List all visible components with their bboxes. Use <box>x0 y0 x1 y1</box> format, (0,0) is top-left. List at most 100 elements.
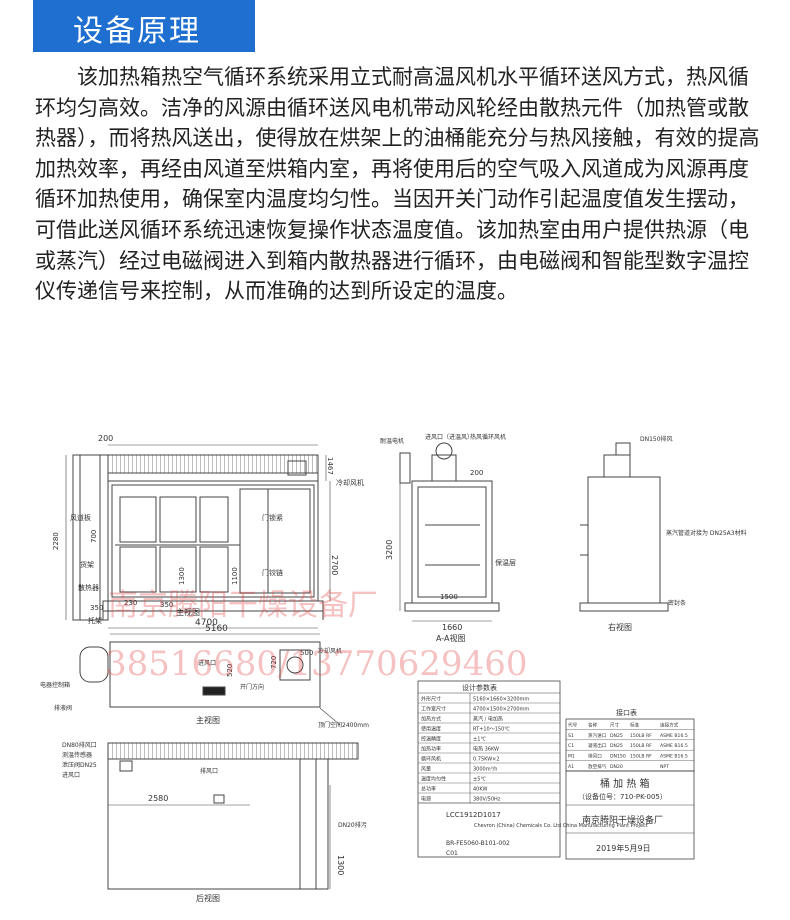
spec-row-label: 风量 <box>421 766 431 773</box>
svg-text:DN80排风口: DN80排风口 <box>62 741 97 749</box>
svg-text:（设备位号：710-PK-005）: （设备位号：710-PK-005） <box>578 792 667 801</box>
nozzle-cell: 放空排气 <box>588 763 607 770</box>
spec-row-value: 0.75KW×2 <box>473 757 500 763</box>
top-view-text: 5160 720 500 520 进风口 冷却风机 电器控制箱 排液阀 开门方向… <box>40 624 369 729</box>
spec-row-value: RT+10～150℃ <box>473 727 510 733</box>
nozzle-cell: 蒸汽进口 <box>588 732 607 739</box>
right-view <box>579 442 669 612</box>
spec-row-label: 加热功率 <box>421 746 441 753</box>
svg-text:后视图: 后视图 <box>196 893 220 903</box>
aa-view-text: 1660 3200 200 1500 进风口（进温风） 热风循环风机 耐温电机 … <box>380 433 516 643</box>
spec-row-value: ±5℃ <box>473 777 486 783</box>
spec-row-value: 40KW <box>473 787 487 793</box>
svg-text:1500: 1500 <box>440 593 458 601</box>
aa-view <box>399 442 500 622</box>
svg-text:冷却风机: 冷却风机 <box>318 647 342 655</box>
spec-row-value: ±1℃ <box>473 737 486 743</box>
engineering-drawing: 200 4700 2700 1467 2280 700 1300 1100 35… <box>40 433 747 903</box>
nozzle-header-cell: 标准 <box>630 721 640 728</box>
svg-text:排风口: 排风口 <box>200 767 218 775</box>
svg-text:冷却风机: 冷却风机 <box>336 478 364 487</box>
svg-text:230: 230 <box>124 599 137 607</box>
spec-row-value: 4700×1500×2700mm <box>473 707 529 713</box>
svg-text:托架: 托架 <box>88 616 102 625</box>
top-view <box>79 633 341 726</box>
svg-text:2019年5月9日: 2019年5月9日 <box>596 843 651 853</box>
nozzle-header-cell: 尺寸 <box>610 721 620 728</box>
spec-row-label: 工作室尺寸 <box>421 706 446 713</box>
svg-text:700: 700 <box>90 530 98 543</box>
svg-text:货架: 货架 <box>80 560 94 569</box>
svg-text:LCC1912D1017: LCC1912D1017 <box>446 811 501 819</box>
svg-text:进风口（进温风）: 进风口（进温风） <box>425 433 473 441</box>
spec-row-label: 循环风机 <box>421 756 441 763</box>
spec-row-label: 电源 <box>421 796 431 803</box>
svg-text:门锁紧: 门锁紧 <box>262 513 283 522</box>
svg-text:BR-FE5060-B101-002: BR-FE5060-B101-002 <box>446 840 510 847</box>
spec-row-label: 加热方式 <box>421 716 441 723</box>
svg-text:右视图: 右视图 <box>608 622 632 632</box>
svg-text:5160: 5160 <box>205 624 228 634</box>
svg-text:耐温电机: 耐温电机 <box>380 437 404 445</box>
svg-text:720: 720 <box>270 656 278 669</box>
svg-text:1467: 1467 <box>326 457 334 475</box>
svg-text:密封条: 密封条 <box>668 599 686 607</box>
svg-text:保温层: 保温层 <box>495 558 516 567</box>
svg-text:排液阀: 排液阀 <box>54 704 72 712</box>
nozzle-cell: S1 <box>568 733 574 739</box>
svg-text:电器控制箱: 电器控制箱 <box>40 681 70 689</box>
svg-text:200: 200 <box>470 469 483 477</box>
svg-text:进风口: 进风口 <box>198 659 216 667</box>
svg-text:接口表: 接口表 <box>616 708 637 717</box>
nozzle-cell: 150LB RF <box>630 733 652 739</box>
svg-text:进风口: 进风口 <box>62 771 80 779</box>
svg-text:3200: 3200 <box>385 540 394 560</box>
spec-row-label: 控温精度 <box>421 736 441 743</box>
spec-row-value: 5160×1660×3200mm <box>473 697 529 703</box>
nozzle-cell: ASME B16.5 <box>660 743 688 749</box>
svg-text:350: 350 <box>160 601 173 609</box>
svg-text:38516680/13770629460: 38516680/13770629460 <box>105 644 527 684</box>
svg-text:南京腾阳干燥设备厂: 南京腾阳干燥设备厂 <box>582 814 663 826</box>
spec-row-label: 使用温度 <box>421 726 441 733</box>
description-paragraph: 该加热箱热空气循环系统采用立式耐高温风机水平循环送风方式，热风循环均匀高效。洁净… <box>35 62 765 307</box>
svg-text:DN150排风: DN150排风 <box>640 435 673 443</box>
spec-row-value: 蒸汽 / 电加热 <box>473 716 503 723</box>
nozzle-cell: 排风口 <box>588 753 602 760</box>
nozzle-cell: 150LB RF <box>630 743 652 749</box>
svg-text:蒸汽管道对接为 DN25A3材料: 蒸汽管道对接为 DN25A3材料 <box>666 529 747 537</box>
nozzle-cell: ASME B16.5 <box>660 754 688 760</box>
svg-text:350: 350 <box>90 604 103 612</box>
svg-text:4700: 4700 <box>195 618 218 628</box>
main-view-text: 200 4700 2700 1467 2280 700 1300 1100 35… <box>52 434 364 628</box>
main-view <box>65 444 331 629</box>
nozzle-cell: 150LB RF <box>630 754 652 760</box>
svg-text:桶 加 热 箱: 桶 加 热 箱 <box>600 777 650 790</box>
svg-text:1660: 1660 <box>442 623 462 632</box>
rear-view-text: 2580 1300 DN80排风口 测温传感器 泄压阀DN25 进风口 排风口 … <box>62 741 367 903</box>
watermark: 南京腾阳干燥设备厂 38516680/13770629460 <box>105 588 527 684</box>
svg-text:主视图: 主视图 <box>196 715 220 725</box>
spec-row-value: 380V/50Hz <box>473 797 501 803</box>
svg-text:泄压阀DN25: 泄压阀DN25 <box>62 761 97 769</box>
nozzle-header-cell: 代号 <box>568 721 578 728</box>
svg-text:主视图: 主视图 <box>176 607 200 617</box>
nozzle-cell: DN150 <box>610 754 626 760</box>
svg-text:1100: 1100 <box>231 567 239 585</box>
svg-text:设计参数表: 设计参数表 <box>462 683 497 692</box>
svg-text:Chevron (China) Chemicals Co.: Chevron (China) Chemicals Co. Ltd China … <box>474 823 648 829</box>
nozzle-cell: 凝液出口 <box>588 742 607 749</box>
right-view-text: DN150排风 蒸汽管道对接为 DN25A3材料 密封条 右视图 <box>608 435 747 632</box>
svg-text:2700: 2700 <box>330 555 339 575</box>
svg-text:A-A视图: A-A视图 <box>436 633 465 643</box>
section-title-bar: 设备原理 <box>33 0 255 52</box>
nozzle-cell: DN25 <box>610 733 623 739</box>
svg-text:DN20排污: DN20排污 <box>338 821 367 829</box>
nozzle-cell: A1 <box>568 764 574 770</box>
svg-text:520: 520 <box>226 664 234 677</box>
nozzle-header-cell: 名称 <box>588 721 598 728</box>
